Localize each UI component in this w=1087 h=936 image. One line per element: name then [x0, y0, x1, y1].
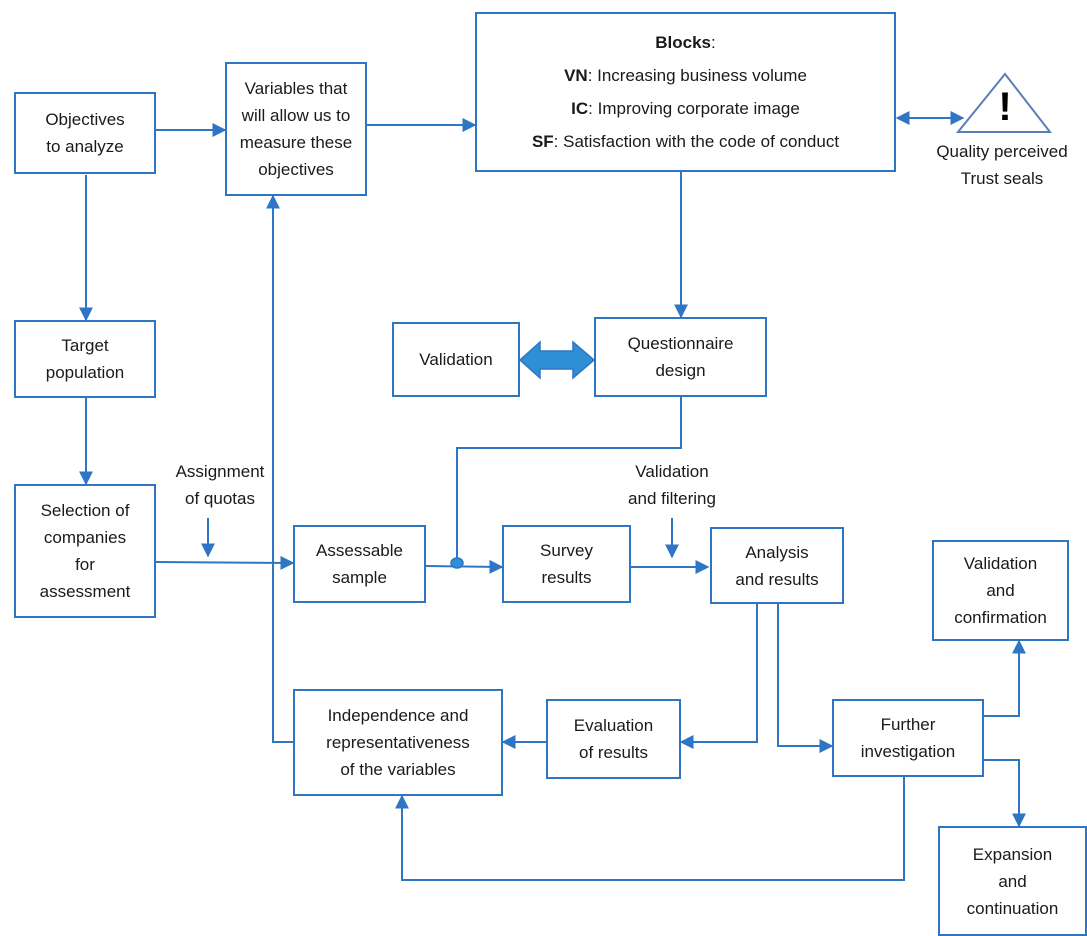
expansion-line-3: continuation: [966, 898, 1059, 918]
assignment-line-2: of quotas: [185, 489, 255, 508]
blocks-code-sf: SF: [531, 132, 554, 151]
objectives-line-1: Objectives: [45, 110, 125, 129]
sample-line-2: sample: [332, 568, 387, 587]
arrow-selection-to-sample: [155, 555, 295, 570]
independence-box: Independence and representativeness of t…: [293, 689, 503, 796]
arrow-sample-to-survey: [425, 559, 504, 574]
validation-box: Validation: [392, 322, 520, 397]
confirmation-line-2: and: [986, 581, 1015, 600]
validation-filtering-label: Validation and filtering: [612, 458, 732, 512]
variables-line-2: will allow us to: [241, 106, 351, 125]
line-questionnaire-to-junction: [456, 396, 682, 562]
warning-symbol: !: [998, 85, 1011, 129]
selection-line-1: Selection of: [40, 501, 130, 520]
warning-label: Quality perceived Trust seals: [918, 138, 1086, 192]
confirmation-line-1: Validation: [963, 554, 1038, 573]
arrow-analysis-to-evaluation: [679, 604, 758, 749]
assessable-sample-box: Assessable sample: [293, 525, 426, 603]
blocks-text-ic: : Improving corporate image: [588, 99, 800, 118]
blocks-item-ic: IC: Improving corporate image: [571, 92, 800, 125]
analysis-box: Analysis and results: [710, 527, 844, 604]
validation-confirmation-box: Validation and confirmation: [932, 540, 1069, 641]
expansion-box: Expansion and continuation: [938, 826, 1087, 936]
selection-box: Selection of companies for assessment: [14, 484, 156, 618]
blocks-heading-text: Blocks: [655, 33, 711, 52]
questionnaire-box: Questionnaire design: [594, 317, 767, 397]
assignment-line-1: Assignment: [175, 462, 265, 481]
warning-label-line-2: Trust seals: [960, 169, 1044, 188]
independence-line-1: Independence and: [327, 706, 469, 725]
survey-line-2: results: [541, 568, 592, 587]
confirmation-line-3: confirmation: [954, 608, 1047, 627]
independence-line-3: of the variables: [340, 760, 456, 779]
variables-box: Variables that will allow us to measure …: [225, 62, 367, 196]
blocks-box: Blocks: VN: Increasing business volume I…: [475, 12, 896, 172]
arrow-analysis-to-further: [777, 604, 834, 753]
blocks-heading: Blocks:: [655, 26, 715, 59]
variables-line-1: Variables that: [244, 79, 348, 98]
analysis-line-1: Analysis: [745, 542, 809, 562]
variables-line-3: measure these: [239, 133, 353, 152]
evaluation-line-2: of results: [579, 743, 648, 762]
arrow-further-to-independence: [395, 777, 905, 881]
selection-line-2: companies: [43, 528, 127, 547]
sample-line-1: Assessable: [316, 541, 403, 560]
blocks-text-sf: : Satisfaction with the code of conduct: [553, 132, 840, 151]
blocks-code-ic: IC: [571, 99, 589, 118]
evaluation-box: Evaluation of results: [546, 699, 681, 779]
assignment-quotas-label: Assignment of quotas: [160, 458, 280, 512]
objectives-line-2: to analyze: [46, 137, 124, 156]
evaluation-line-1: Evaluation: [573, 716, 654, 735]
blocks-item-vn: VN: Increasing business volume: [564, 59, 807, 92]
further-line-1: Further: [880, 715, 936, 734]
survey-line-1: Survey: [540, 541, 593, 560]
variables-line-4: objectives: [258, 160, 334, 179]
validation-line-1: Validation: [419, 350, 493, 369]
survey-results-box: Survey results: [502, 525, 631, 603]
objectives-box: Objectives to analyze: [14, 92, 156, 174]
warning-label-line-1: Quality perceived: [936, 142, 1068, 161]
target-line-1: Target: [61, 336, 109, 355]
selection-line-3: for: [75, 555, 95, 574]
blocks-text-vn: : Increasing business volume: [587, 66, 807, 85]
expansion-line-2: and: [998, 871, 1027, 891]
target-line-2: population: [45, 363, 125, 382]
junction-dot: [450, 557, 464, 569]
further-line-2: investigation: [860, 742, 956, 761]
questionnaire-line-2: design: [655, 361, 706, 380]
analysis-line-2: and results: [735, 569, 819, 589]
target-population-box: Target population: [14, 320, 156, 398]
arrow-further-to-expansion: [984, 759, 1026, 828]
arrow-further-to-confirmation: [984, 639, 1026, 717]
independence-line-2: representativeness: [326, 733, 470, 752]
filtering-line-1: Validation: [635, 462, 709, 481]
double-arrow-icon: [518, 340, 596, 380]
expansion-line-1: Expansion: [972, 844, 1053, 864]
blocks-heading-colon: :: [711, 33, 716, 52]
filtering-line-2: and filtering: [628, 489, 716, 508]
blocks-item-sf: SF: Satisfaction with the code of conduc…: [532, 125, 839, 158]
selection-line-4: assessment: [39, 582, 131, 601]
arrow-independence-to-variables: [266, 194, 293, 743]
blocks-code-vn: VN: [564, 66, 588, 85]
further-investigation-box: Further investigation: [832, 699, 984, 777]
warning-triangle-icon: [955, 72, 1053, 133]
questionnaire-line-1: Questionnaire: [627, 334, 734, 353]
